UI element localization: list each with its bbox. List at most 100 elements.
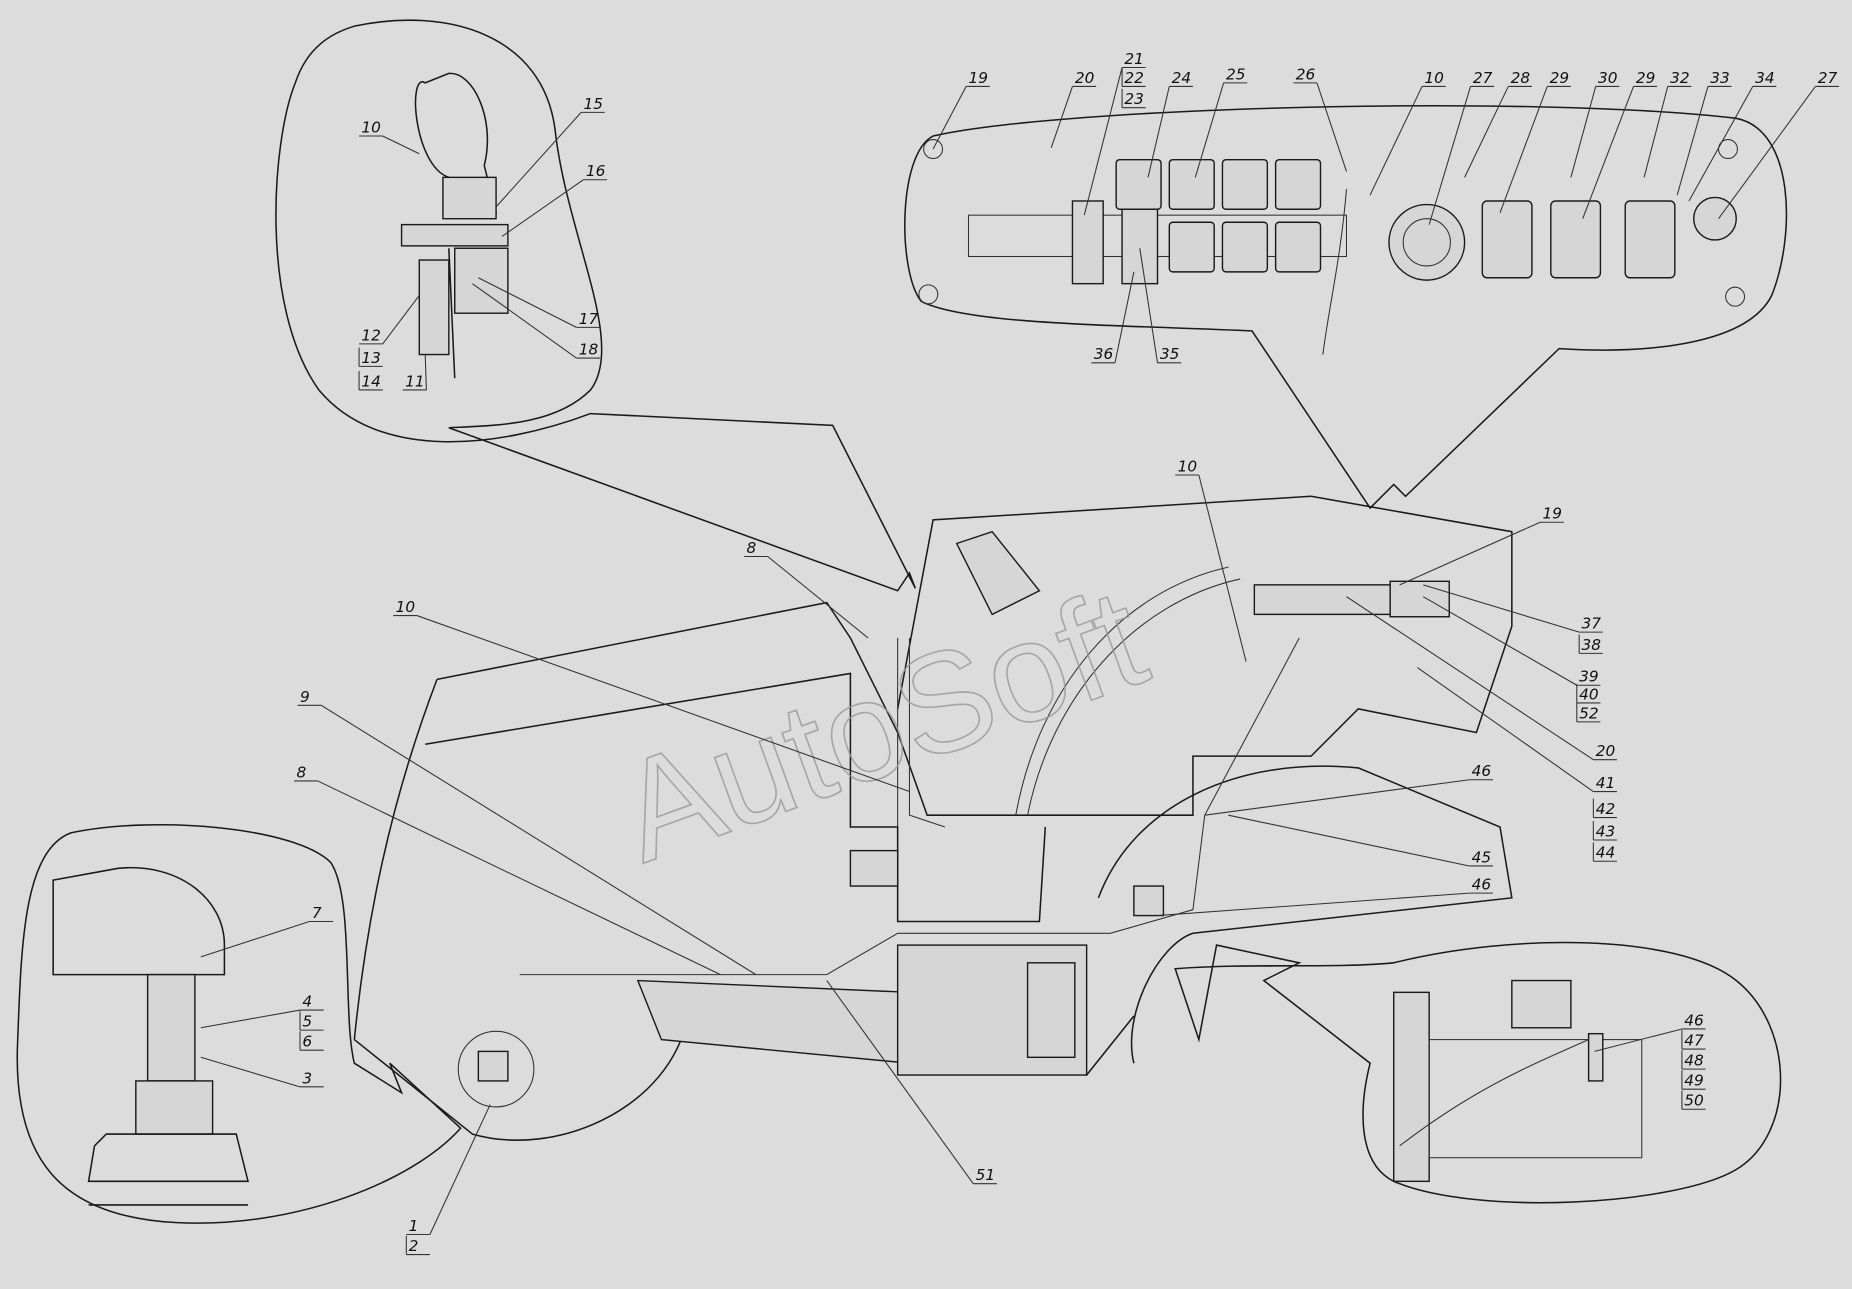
leader-line [429,1104,491,1235]
callout-label-27: 27 [1818,69,1838,87]
panel-switch [1274,221,1322,273]
leader-line [200,1009,301,1029]
leader-line [1346,596,1594,761]
leader-line [1676,86,1709,196]
panel-switch [1221,158,1269,210]
callout-label-38: 38 [1582,636,1602,654]
leader-line [1147,86,1170,178]
callout-label-6: 6 [302,1033,312,1051]
leader-line [826,980,974,1184]
callout-label-42: 42 [1596,800,1616,818]
leader-lines [200,67,1816,1235]
callout-label-41: 41 [1596,774,1616,792]
callout-label-5: 5 [302,1013,312,1031]
callout-label-34: 34 [1755,69,1775,87]
callout-label-20: 20 [1596,742,1616,760]
leader-line [1083,67,1123,216]
callout-label-44: 44 [1596,844,1616,862]
leader-line [317,780,721,976]
callout-label-20: 20 [1075,69,1095,87]
leader-line [1316,82,1347,172]
callout-label-4: 4 [302,993,312,1011]
leader-line [382,295,420,345]
leader-line [501,179,584,237]
leader-line [1582,86,1634,219]
callout-label-29: 29 [1550,69,1570,87]
callout-label-3: 3 [302,1069,312,1087]
leader-line [1594,1028,1683,1052]
leader-line [1417,667,1594,792]
detail-bubble-panel [904,104,1788,510]
leader-line [1423,584,1580,633]
callout-label-46: 46 [1684,1011,1704,1029]
callout-label-22: 22 [1124,69,1144,87]
callout-label-19: 19 [1543,505,1563,523]
leader-line [1428,86,1472,225]
leader-line [1399,521,1541,586]
callout-label-9: 9 [300,688,310,706]
callout-label-17: 17 [579,310,599,328]
leader-line [320,704,757,976]
callout-label-10: 10 [1178,457,1198,475]
callout-label-19: 19 [969,69,989,87]
leader-line [1422,596,1578,686]
callout-label-50: 50 [1684,1092,1704,1110]
callout-label-8: 8 [296,763,306,781]
detail-brake-pedal [52,866,250,1206]
callout-label-37: 37 [1582,615,1602,633]
leader-line [478,277,577,328]
detail-bubble-top-left [275,19,917,592]
leader-line [1464,86,1509,178]
leader-line [200,1056,301,1088]
tractor-body [353,495,1513,1141]
leader-line [424,354,427,390]
callout-label-27: 27 [1473,69,1493,87]
callout-label-33: 33 [1710,69,1730,87]
leader-line [1157,892,1470,917]
callout-label-10: 10 [1424,69,1444,87]
callout-label-47: 47 [1684,1031,1704,1049]
callout-label-2: 2 [409,1237,419,1255]
leader-line [1050,86,1073,149]
detail-sensor [1393,979,1643,1183]
callout-label-46: 46 [1472,876,1492,894]
detail-lever-assembly [400,72,509,379]
callout-label-43: 43 [1596,822,1616,840]
callout-label-10: 10 [361,118,381,136]
callout-label-51: 51 [976,1166,996,1184]
leader-line [1369,86,1423,196]
callout-label-40: 40 [1579,685,1599,703]
callout-label-10: 10 [396,598,416,616]
detail-bubble-bottom-right [1174,941,1782,1204]
panel-switch [1168,158,1215,210]
leader-line [1643,86,1669,178]
leader-line [932,86,967,150]
instrument-panel [918,139,1746,355]
callout-label-45: 45 [1472,848,1492,866]
callout-label-29: 29 [1636,69,1656,87]
leader-line [1194,82,1225,178]
leader-line [1228,814,1470,867]
callout-label-14: 14 [361,372,381,390]
callout-label-18: 18 [579,341,599,359]
callout-label-30: 30 [1598,69,1618,87]
leader-line [1570,86,1597,178]
callout-label-48: 48 [1684,1052,1704,1070]
callout-label-49: 49 [1684,1072,1704,1090]
callout-label-12: 12 [361,326,381,344]
leader-line [767,556,869,639]
panel-switch [1115,158,1162,210]
callout-label-16: 16 [586,162,606,180]
callout-label-32: 32 [1670,69,1690,87]
panel-switch [1168,221,1215,273]
callout-label-26: 26 [1296,65,1316,83]
panel-switch [1221,221,1269,273]
callout-label-8: 8 [746,539,756,557]
callout-label-52: 52 [1579,704,1599,722]
leader-line [1114,271,1135,363]
callout-label-23: 23 [1124,90,1144,108]
panel-switch [1274,158,1322,210]
watermark: AutoSoft [599,558,1164,892]
